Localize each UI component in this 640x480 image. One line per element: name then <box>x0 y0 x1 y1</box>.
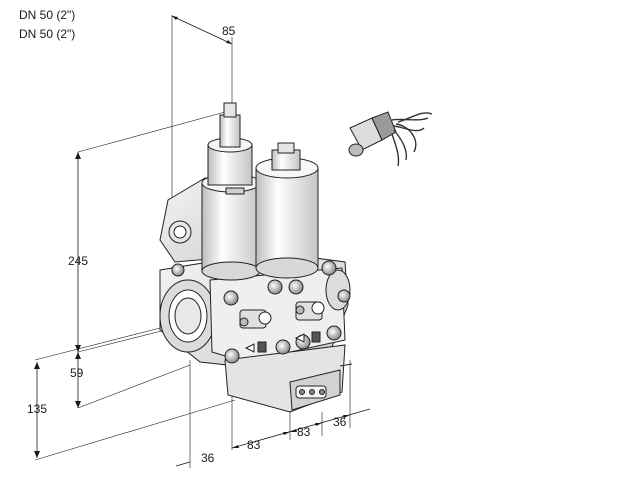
dim-label-spacing-b: 83 <box>297 425 311 439</box>
module-ports <box>239 301 325 353</box>
dim-label-spacing-a: 83 <box>247 438 261 452</box>
dim-label-top-width: 85 <box>222 24 236 38</box>
dim-label-height-total: 245 <box>68 254 89 268</box>
dim-label-offset: 59 <box>70 366 84 380</box>
dim-label-height-135: 135 <box>27 402 48 416</box>
dimension-lines <box>34 15 371 468</box>
valve-body <box>159 102 353 413</box>
dim-label-front-36: 36 <box>201 451 215 465</box>
connector-plug <box>348 111 433 167</box>
nominal-size-label-2: DN 50 (2") <box>19 27 76 41</box>
nominal-size-label-1: DN 50 (2") <box>19 8 76 22</box>
dim-label-right-36: 36 <box>333 415 347 429</box>
